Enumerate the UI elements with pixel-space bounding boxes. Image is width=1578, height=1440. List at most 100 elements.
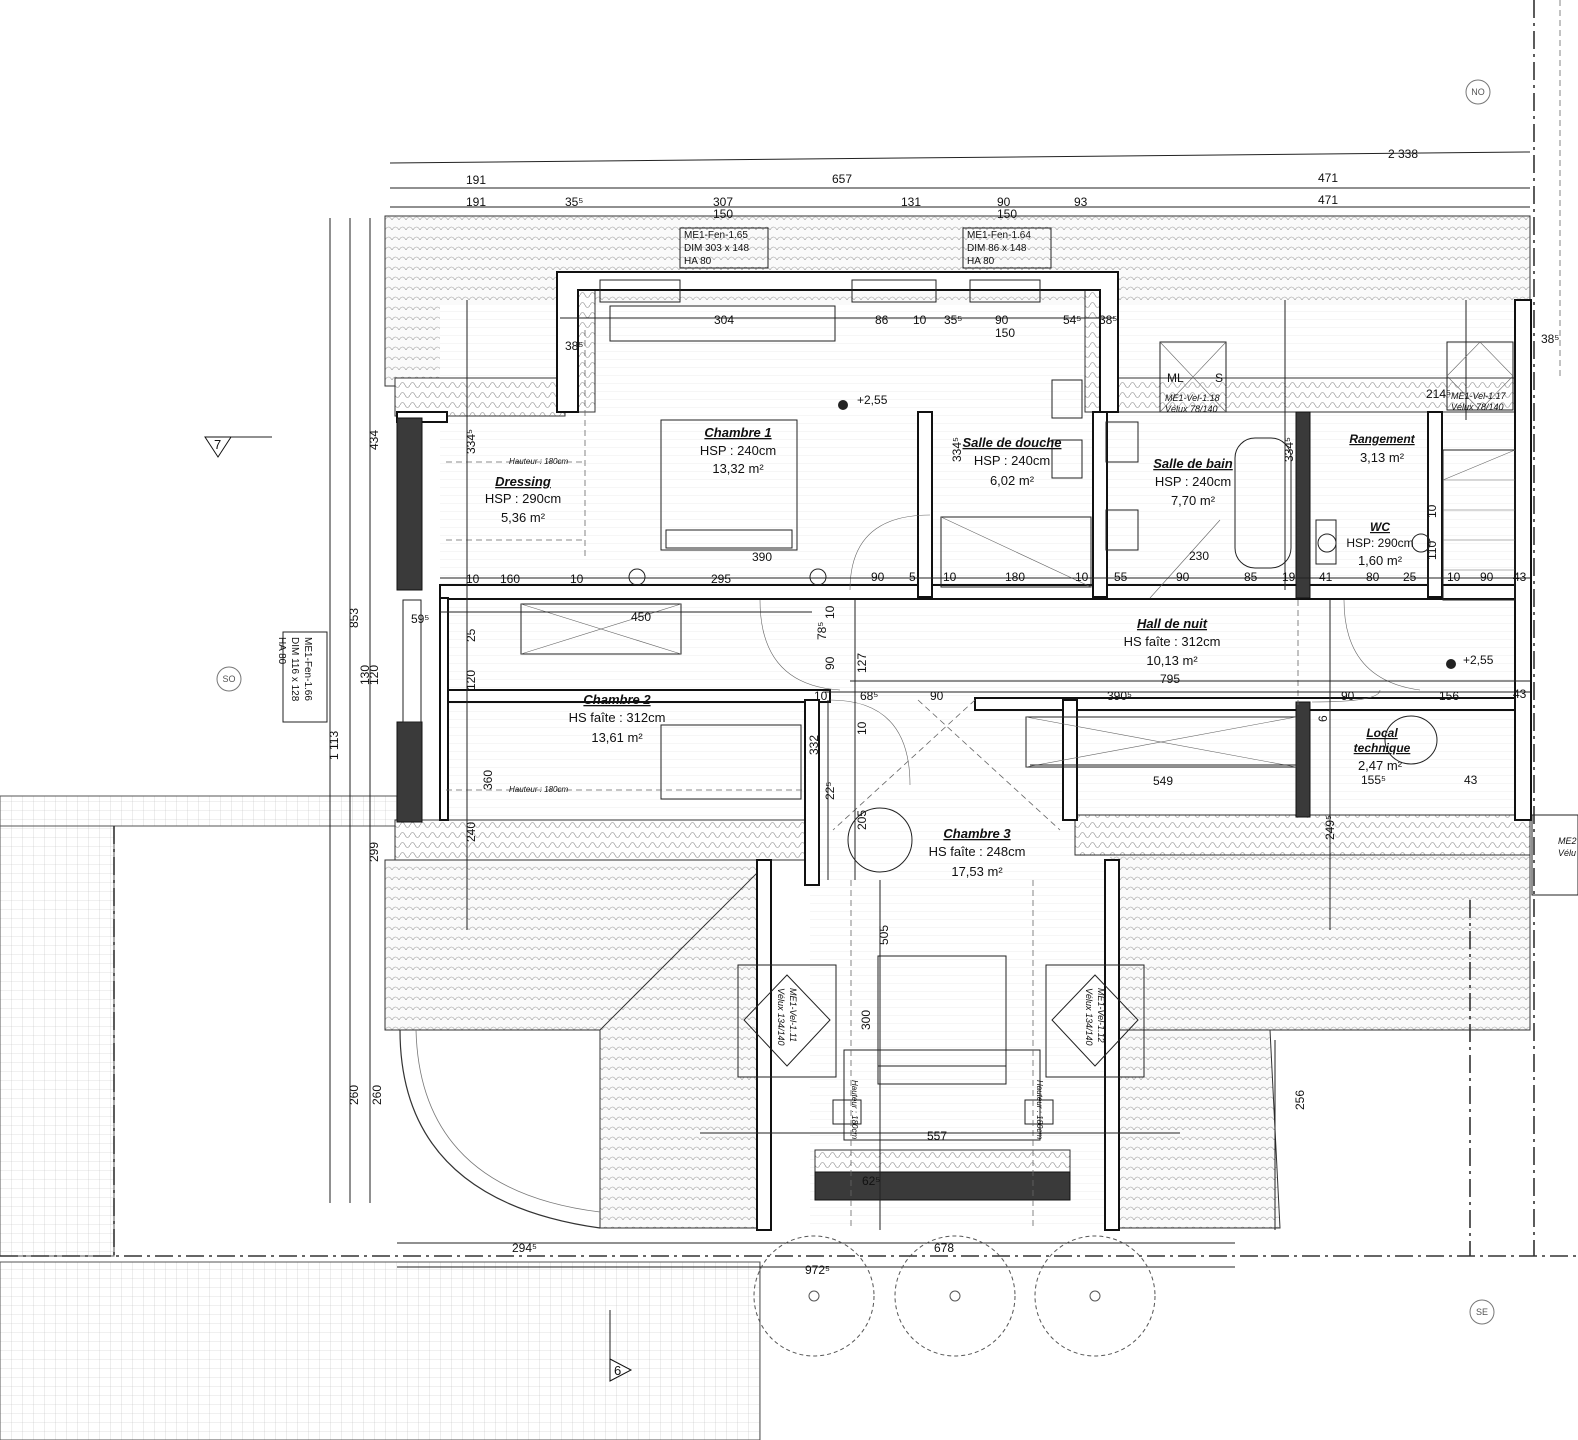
room-name-hall: Hall de nuit bbox=[1137, 616, 1208, 631]
dim-row575-15: 41 bbox=[1319, 570, 1333, 584]
dim-v-7: 260 bbox=[370, 1085, 384, 1105]
dim-v-11: 25 bbox=[464, 628, 478, 642]
dim-misc-4: 678 bbox=[934, 1241, 954, 1255]
dim-v-28: 249⁵ bbox=[1323, 815, 1337, 840]
dim-row690-3: 390⁵ bbox=[1107, 689, 1132, 703]
dim-misc-2: 43 bbox=[1464, 773, 1478, 787]
dim-row575-2: 10 bbox=[570, 572, 584, 586]
room-name-chambre1: Chambre 1 bbox=[704, 425, 771, 440]
window-tag-vel117-id: ME1-Vel-1.17 bbox=[1451, 391, 1507, 401]
room-hsp-hall: HS faîte : 312cm bbox=[1124, 634, 1221, 649]
dim-row575-19: 90 bbox=[1480, 570, 1494, 584]
room-name-rangement: Rangement bbox=[1349, 432, 1415, 446]
dim-row575-14: 19 bbox=[1282, 570, 1296, 584]
dim-r2-6: 150 bbox=[997, 207, 1017, 221]
dim-v-24: 300 bbox=[859, 1010, 873, 1030]
exterior-paving bbox=[0, 795, 761, 1440]
window-tag-vel112-type: Vélux 134/140 bbox=[1084, 988, 1094, 1046]
dim-misc-0: 549 bbox=[1153, 774, 1173, 788]
dim-row690-2: 90 bbox=[930, 689, 944, 703]
room-area-salle-douche: 6,02 m² bbox=[990, 473, 1035, 488]
dim-misc-5: 294⁵ bbox=[512, 1241, 537, 1255]
dim-row575-11: 90 bbox=[1176, 570, 1190, 584]
dim-misc-9: 214⁵ bbox=[1426, 387, 1451, 401]
headroom-label-chambre3-left: Hauteur : 180cm bbox=[850, 1080, 859, 1139]
dim-v-9: 334⁵ bbox=[950, 437, 964, 462]
dim-row690-1: 68⁵ bbox=[860, 689, 878, 703]
room-name-chambre2: Chambre 2 bbox=[583, 692, 651, 707]
room-area-salle-bain: 7,70 m² bbox=[1171, 493, 1216, 508]
room-area-wc: 1,60 m² bbox=[1358, 553, 1403, 568]
window-elements bbox=[599, 279, 1578, 1078]
headroom-label-chambre2: Hauteur : 180cm bbox=[509, 785, 568, 794]
dim-misc-7: 62⁵ bbox=[862, 1174, 880, 1188]
room-hsp-chambre1: HSP : 240cm bbox=[700, 443, 776, 458]
dim-row575-12: 230 bbox=[1189, 549, 1209, 563]
window-tag-cut-id: ME2 bbox=[1558, 836, 1577, 846]
dim-row575-16: 80 bbox=[1366, 570, 1380, 584]
dimension-labels: 2 338 191 657 471 191 35⁵ 307 150 131 90… bbox=[327, 147, 1559, 1277]
dim-v-14: 240 bbox=[464, 822, 478, 842]
dim-hall-0: 450 bbox=[631, 610, 651, 624]
window-tag-fen164-dim: DIM 86 x 148 bbox=[967, 243, 1027, 254]
window-tag-fen166-id: ME1-Fen-1.66 bbox=[302, 637, 313, 701]
dim-r2-2: 307 bbox=[713, 195, 733, 209]
room-hsp-dressing: HSP : 290cm bbox=[485, 491, 561, 506]
room-hsp-wc: HSP: 290cm bbox=[1346, 536, 1413, 550]
window-tag-fen166-dim: DIM 116 x 128 bbox=[289, 637, 300, 702]
dim-row690-4: 90 bbox=[1341, 689, 1355, 703]
dim-row575-18: 10 bbox=[1447, 570, 1461, 584]
dim-v-18: 127 bbox=[855, 653, 869, 673]
dim-v-1: 853 bbox=[347, 608, 361, 628]
dim-v-20: 10 bbox=[855, 721, 869, 735]
headroom-lines bbox=[446, 330, 1299, 1230]
dim-r2-8: 471 bbox=[1318, 193, 1338, 207]
dim-v-13: 360 bbox=[481, 770, 495, 790]
level-marker-chambre1 bbox=[838, 400, 848, 410]
window-tag-fen164-ha: HA 80 bbox=[967, 256, 995, 267]
room-name-chambre3: Chambre 3 bbox=[943, 826, 1011, 841]
section-6-marker bbox=[609, 1358, 633, 1382]
stairs bbox=[1442, 449, 1516, 601]
section-label-7: 7 bbox=[214, 437, 221, 452]
compass-label-so: SO bbox=[222, 674, 235, 684]
room-area-chambre2: 13,61 m² bbox=[591, 730, 643, 745]
room-hsp-chambre2: HS faîte : 312cm bbox=[569, 710, 666, 725]
dim-r1-0: 191 bbox=[466, 173, 486, 187]
dim-row575-8: 180 bbox=[1005, 570, 1025, 584]
compass-label-se: SE bbox=[1476, 1307, 1488, 1317]
dim-v-15: 10 bbox=[823, 605, 837, 619]
dim-top-total: 2 338 bbox=[1388, 147, 1418, 161]
window-tag-fen165-id: ME1-Fen-1.65 bbox=[684, 230, 748, 241]
dim-v-6: 260 bbox=[347, 1085, 361, 1105]
dim-v-21: 22⁵ bbox=[823, 782, 837, 800]
dim-row575-3: 295 bbox=[711, 572, 731, 586]
door-swings bbox=[759, 514, 1421, 831]
room-hsp-chambre3: HS faîte : 248cm bbox=[929, 844, 1026, 859]
vertical-dimension-labels: 434 853 1 113 120 130 299 260 260 334⁵ 3… bbox=[327, 429, 1439, 1110]
dim-in-6: 150 bbox=[995, 326, 1015, 340]
room-area-dressing: 5,36 m² bbox=[501, 510, 546, 525]
room-name-local: Local bbox=[1366, 726, 1398, 740]
dim-v-26: 110 bbox=[1425, 541, 1439, 560]
window-tags: ME1-Fen-1.65 DIM 303 x 148 HA 80 ME1-Fen… bbox=[276, 230, 1577, 1046]
dim-in-7: 54⁵ bbox=[1063, 313, 1081, 327]
room-labels: Dressing HSP : 290cm 5,36 m² Chambre 1 H… bbox=[485, 425, 1416, 879]
dim-in-2: 86 bbox=[875, 313, 889, 327]
window-tag-vel111-type: Vélux 134/140 bbox=[776, 988, 786, 1046]
level-markers bbox=[838, 400, 1456, 669]
dim-row575-10: 55 bbox=[1114, 570, 1128, 584]
appliance-ml: ML bbox=[1167, 371, 1184, 385]
dim-v-4: 130 bbox=[358, 665, 372, 685]
dim-in-8: 38⁵ bbox=[1099, 313, 1117, 327]
section-7-marker bbox=[204, 436, 232, 458]
compass-so-marker bbox=[216, 666, 242, 692]
dim-row690-0: 10 bbox=[814, 689, 828, 703]
dim-r2-3: 150 bbox=[713, 207, 733, 221]
section-markers bbox=[204, 436, 633, 1382]
dim-row575-7: 10 bbox=[943, 570, 957, 584]
dim-misc-6: 972⁵ bbox=[805, 1263, 830, 1277]
room-area-chambre1: 13,32 m² bbox=[712, 461, 764, 476]
dimension-lines bbox=[329, 151, 1531, 1268]
room-name-local-2: technique bbox=[1354, 741, 1411, 755]
